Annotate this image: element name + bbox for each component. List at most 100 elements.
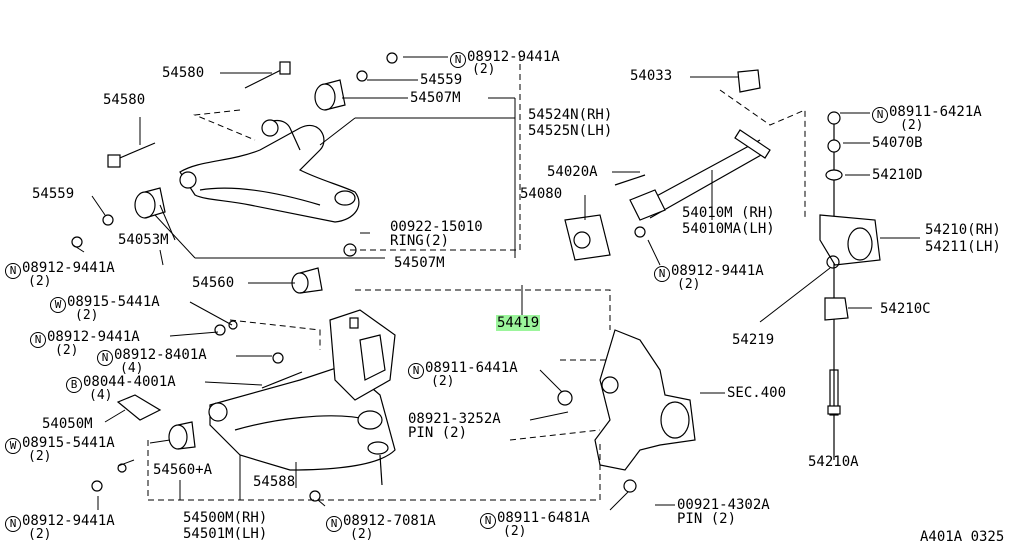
part-label-54033[interactable]: 54033 [630,68,673,84]
part-label-54507M-top[interactable]: 54507M [410,90,461,106]
highlighted-part-number: 54419 [496,315,541,331]
part-number: 08912-9441A [671,263,764,279]
qty-label: (2) [350,527,374,542]
upper-bushings [134,79,346,219]
part-number: 08912-9441A [22,260,115,276]
part-label-54525N[interactable]: 54525N(LH) [528,123,613,139]
nut-prefix-icon: N [450,52,466,68]
part-label-54070B[interactable]: 54070B [872,135,923,151]
pin-label: PIN (2) [408,425,468,441]
washer-prefix-icon: W [5,438,21,454]
qty-label: (4) [120,361,144,376]
part-label-54560[interactable]: 54560 [192,275,235,291]
nut-prefix-icon: N [5,516,21,532]
ring-label: RING(2) [390,233,450,249]
part-number: 08915-5441A [22,435,115,451]
torsion-bar [629,69,771,221]
part-label-54501M[interactable]: 54501M(LH) [183,526,268,542]
part-label-54210D[interactable]: 54210D [872,167,923,183]
nut-prefix-icon: N [30,332,46,348]
upper-control-arm [179,119,360,223]
part-number: 08912-8401A [114,347,207,363]
part-label-54210C[interactable]: 54210C [880,301,931,317]
upper-bolts [71,52,398,257]
part-label-54580-top[interactable]: 54580 [162,65,205,81]
washer-prefix-icon: W [50,297,66,313]
torsion-arm [564,174,646,261]
nut-prefix-icon: N [408,363,424,379]
qty-label: (2) [28,274,52,289]
nut-prefix-icon: N [872,107,888,123]
part-label-00922-15010[interactable]: 00922-15010 [390,219,483,235]
leader-lines [72,56,920,511]
section-reference-link[interactable]: SEC.400 [727,385,787,401]
nut-prefix-icon: N [326,516,342,532]
qty-label: (2) [28,527,52,542]
part-label-54559-top[interactable]: 54559 [420,72,463,88]
qty-label: (4) [89,388,113,403]
part-number: 08911-6441A [425,360,518,376]
nut-prefix-icon: N [5,263,21,279]
part-label-54020A[interactable]: 54020A [547,164,598,180]
diagram-reference-code: A401A 0325 [920,529,1005,545]
part-label-00921-4302A[interactable]: 00921-4302A [677,497,770,513]
steering-knuckle [557,329,696,493]
part-label-54507M-bottom[interactable]: 54507M [394,255,445,271]
part-label-54580-left[interactable]: 54580 [103,92,146,108]
part-label-54419[interactable]: 54419 [496,315,541,331]
part-label-54559-left[interactable]: 54559 [32,186,75,202]
part-label-54219[interactable]: 54219 [732,332,775,348]
part-number: 08915-5441A [67,294,160,310]
qty-label: (2) [677,277,701,292]
part-label-54050M[interactable]: 54050M [42,416,93,432]
qty-label: (2) [55,343,79,358]
part-label-54080[interactable]: 54080 [520,186,563,202]
part-label-54500M[interactable]: 54500M(RH) [183,510,268,526]
lower-bracket [329,309,396,401]
part-number: 08911-6421A [889,104,982,120]
qty-label: (2) [75,308,99,323]
lower-bushings [116,267,323,450]
part-label-54588[interactable]: 54588 [253,474,296,490]
part-number: 08912-9441A [47,329,140,345]
qty-label: (2) [503,524,527,539]
pin-label: PIN (2) [677,511,737,527]
part-label-54210RH[interactable]: 54210(RH) [925,222,1001,238]
part-label-54053M[interactable]: 54053M [118,232,169,248]
qty-label: (2) [900,118,924,133]
qty-label: (2) [28,449,52,464]
part-label-54560A[interactable]: 54560+A [153,462,213,478]
part-label-54010M[interactable]: 54010M (RH) [682,205,775,221]
nut-prefix-icon: N [654,266,670,282]
part-number: 08912-7081A [343,513,436,529]
bolt-prefix-icon: B [66,377,82,393]
part-number: 08912-9441A [22,513,115,529]
part-label-54210A[interactable]: 54210A [808,454,859,470]
part-label-54010MA[interactable]: 54010MA(LH) [682,221,775,237]
stabilizer-parts [819,111,881,460]
part-number: 08912-9441A [467,49,560,65]
part-label-08921-3252A[interactable]: 08921-3252A [408,411,501,427]
lower-bolts [91,320,383,502]
part-number: 08911-6481A [497,510,590,526]
part-label-54524N[interactable]: 54524N(RH) [528,107,613,123]
nut-prefix-icon: N [97,350,113,366]
dashed-guides [147,55,806,501]
qty-label: (2) [431,374,455,389]
part-label-54211LH[interactable]: 54211(LH) [925,239,1001,255]
